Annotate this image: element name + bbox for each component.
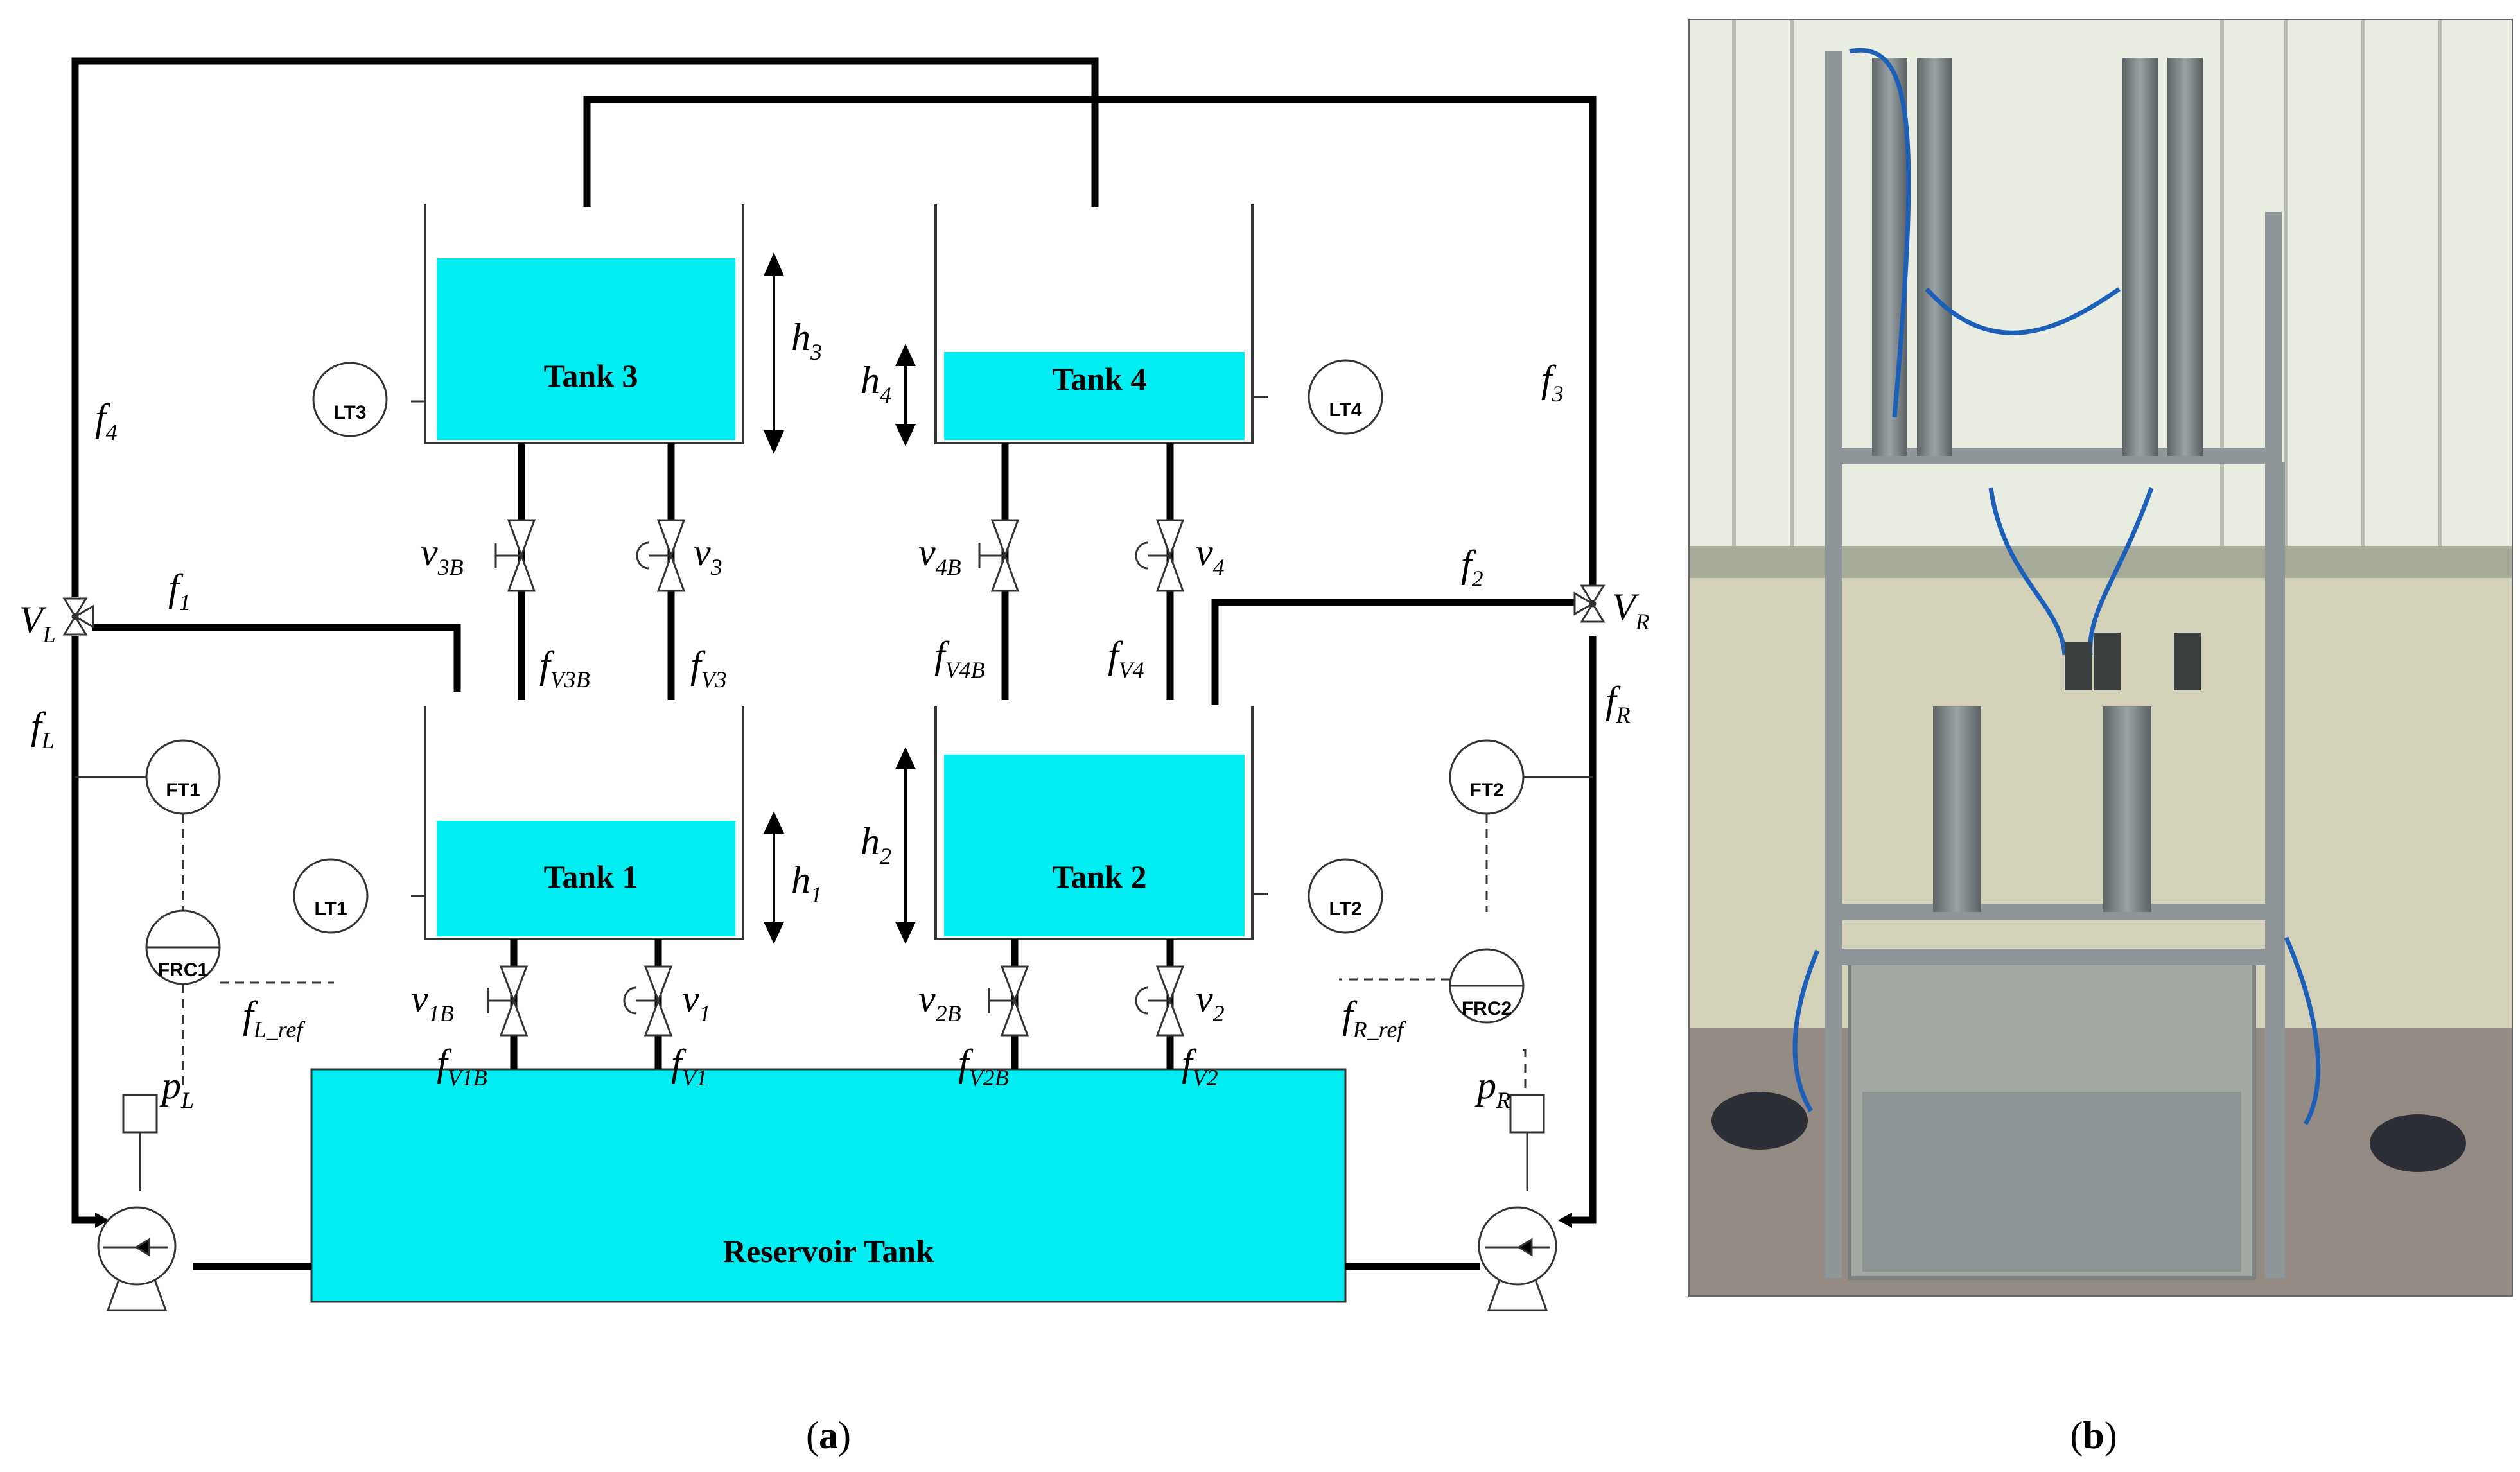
tank-1-vessel	[424, 706, 744, 940]
tank-1: Tank 1	[424, 706, 744, 940]
tank-4-vessel	[934, 204, 1254, 444]
label-fv1: fV1	[671, 1042, 708, 1091]
label-frref: fR_ref	[1342, 994, 1406, 1042]
schematic-diagram: Reservoir Tank Tank 3 Tank 4 Tank 1 Tank…	[19, 57, 1650, 1457]
pipe-f2	[1211, 599, 1575, 705]
tank-4-water	[944, 352, 1245, 440]
valve-v1	[623, 965, 673, 1037]
lt2-label: LT2	[1329, 898, 1361, 920]
frc2-label: FRC2	[1462, 998, 1512, 1019]
label-pr: pR	[1474, 1064, 1510, 1113]
pipe-right-supply	[1566, 636, 1597, 1224]
label-v4: v4	[1196, 531, 1225, 580]
label-flref: fL_ref	[243, 994, 306, 1042]
pump-left-actuator	[122, 1094, 158, 1134]
label-pl: pL	[159, 1064, 194, 1113]
valve-v1b	[487, 965, 529, 1037]
label-fr: fR	[1606, 679, 1631, 728]
pump-right-actuator	[1509, 1094, 1545, 1134]
lt2-circle	[1308, 858, 1383, 934]
label-fv2: fV2	[1182, 1042, 1218, 1091]
label-f1: f1	[168, 566, 191, 615]
label-h2: h2	[861, 820, 891, 869]
label-fv4: fV4	[1108, 634, 1144, 683]
variable-labels: h3 h4 h1 h2 v3B v3 v4B v4 v1B v1 v2B v2 …	[19, 316, 1650, 1113]
label-v3: v3	[694, 531, 722, 580]
valve-v3b	[494, 519, 536, 592]
lt4-circle	[1308, 359, 1383, 435]
ft2-circle	[1449, 739, 1525, 815]
tank-2-vessel	[934, 706, 1254, 940]
label-v1: v1	[682, 977, 711, 1026]
tank-1-water	[437, 821, 735, 936]
ft1-circle	[145, 739, 221, 815]
pump-left	[97, 1206, 177, 1311]
three-way-valve-vr	[1573, 584, 1606, 623]
pipe-f1	[92, 624, 461, 692]
valve-v4b	[978, 519, 1020, 592]
pipe-left-supply	[71, 636, 101, 1224]
lt4-label: LT4	[1329, 399, 1361, 421]
ft2-label: FT2	[1469, 780, 1503, 801]
height-arrows	[763, 252, 916, 944]
label-fl: fL	[31, 705, 55, 753]
tank-1-label: Tank 1	[544, 859, 638, 895]
valves	[487, 519, 1185, 1037]
caption-b: (b)	[2070, 1414, 2117, 1457]
label-fv3b: fV3B	[539, 644, 590, 692]
photo-frame	[1688, 19, 2513, 1297]
label-fv4b: fV4B	[934, 634, 985, 683]
lt1-circle	[293, 858, 369, 934]
label-fv2b: fV2B	[958, 1042, 1009, 1091]
valve-v4	[1135, 519, 1185, 592]
three-way-valve-vl	[62, 597, 94, 636]
label-v2b: v2B	[918, 977, 961, 1026]
label-f3: f3	[1541, 358, 1564, 407]
label-fv3: fV3	[690, 644, 727, 692]
tank-2: Tank 2	[934, 706, 1254, 940]
tank-4: Tank 4	[934, 204, 1254, 444]
pipe-f3	[583, 96, 1597, 597]
label-h1: h1	[791, 859, 822, 907]
level-transmitters	[293, 359, 1383, 934]
label-h3: h3	[791, 316, 822, 365]
photo-quadruple-tank-rig: (b)	[1688, 19, 2513, 1457]
tank-3-label: Tank 3	[544, 358, 638, 394]
flow-instrumentation	[75, 739, 1593, 1191]
label-h4: h4	[861, 359, 891, 408]
label-v3b: v3B	[421, 531, 464, 580]
valve-v2b	[988, 965, 1029, 1037]
label-v1b: v1B	[411, 977, 454, 1026]
lt3-label: LT3	[333, 402, 366, 423]
tank-3-vessel	[424, 204, 744, 444]
pipe-f4	[71, 57, 1099, 597]
frc1-label: FRC1	[158, 959, 208, 981]
arrow-left-supply	[95, 1213, 109, 1228]
label-f2: f2	[1461, 543, 1483, 591]
lt1-label: LT1	[314, 898, 347, 920]
tank-3: Tank 3	[424, 204, 744, 444]
label-v2: v2	[1196, 977, 1225, 1026]
reservoir-tank	[310, 1068, 1347, 1303]
label-vl: VL	[19, 599, 56, 647]
tank-3-water	[437, 258, 735, 440]
label-v4b: v4B	[918, 531, 961, 580]
ft1-label: FT1	[166, 780, 200, 801]
label-vr: VR	[1612, 586, 1650, 635]
arrow-right-supply	[1558, 1213, 1572, 1228]
valve-v2	[1135, 965, 1185, 1037]
pump-right	[1478, 1206, 1557, 1311]
label-fv1b: fV1B	[437, 1042, 487, 1091]
tank-2-water	[944, 755, 1245, 936]
valve-v3	[636, 519, 686, 592]
lt3-circle	[312, 362, 388, 437]
label-f4: f4	[95, 396, 118, 445]
caption-a: (a)	[806, 1414, 851, 1457]
tank-2-label: Tank 2	[1053, 859, 1147, 895]
reservoir-tank-label: Reservoir Tank	[723, 1233, 934, 1269]
tank-4-label: Tank 4	[1053, 361, 1147, 397]
